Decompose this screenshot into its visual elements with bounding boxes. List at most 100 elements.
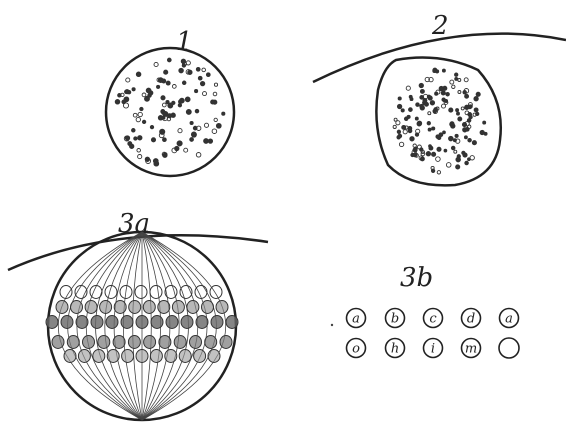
granule [409, 136, 415, 142]
granule [443, 148, 448, 153]
granule [141, 119, 147, 125]
key-chromosome-letter: h [391, 342, 399, 357]
granule [428, 145, 434, 151]
granule [435, 69, 440, 74]
granule [441, 97, 446, 102]
figure-2-label: 2 [431, 11, 449, 41]
granule [407, 128, 413, 134]
granule [124, 135, 131, 141]
granule [161, 115, 166, 120]
granule [416, 144, 422, 150]
granule [207, 138, 214, 144]
equatorial-chromosome [149, 349, 163, 363]
equatorial-chromosome [97, 335, 111, 349]
granule [400, 108, 405, 113]
figure-1-cell-outline [104, 46, 236, 178]
granule [144, 95, 150, 102]
granule [448, 135, 454, 142]
equatorial-chromosome [179, 285, 193, 299]
granule [157, 77, 164, 83]
equatorial-chromosome [150, 315, 164, 329]
granule [415, 102, 420, 107]
granule [401, 124, 407, 130]
equatorial-chromosome [120, 315, 134, 329]
granule [145, 158, 152, 164]
key-chromosome-letter: a [505, 312, 513, 327]
granule [448, 107, 454, 113]
granule [435, 156, 441, 162]
equatorial-chromosome [92, 349, 106, 363]
granule [429, 100, 436, 106]
key-chromosome-letter: o [352, 342, 360, 357]
granule [455, 164, 461, 170]
granule [475, 111, 480, 117]
granule [464, 160, 469, 166]
equatorial-chromosome [105, 315, 119, 329]
equatorial-chromosome [89, 285, 103, 299]
granule [181, 63, 187, 68]
equatorial-chromosome [59, 285, 73, 299]
key-chromosome-b: b [384, 307, 406, 329]
granule [132, 112, 138, 118]
figure-2-granules [392, 67, 488, 175]
granule [431, 126, 436, 131]
granule [463, 77, 469, 83]
granule [192, 125, 198, 131]
granule [452, 138, 457, 143]
spindle-line [132, 231, 143, 421]
equatorial-chromosome [112, 335, 126, 349]
granule [160, 95, 166, 101]
granule [464, 93, 470, 99]
granule [195, 152, 202, 158]
equatorial-chromosome [106, 349, 120, 363]
granule [163, 152, 168, 157]
granule [419, 103, 424, 109]
equatorial-chromosome [84, 300, 98, 314]
equatorial-chromosome [134, 285, 148, 299]
granule [210, 99, 216, 105]
granule [162, 110, 169, 117]
granule [215, 122, 222, 129]
figure-2-boundary-arc [312, 32, 566, 84]
granule [467, 102, 473, 108]
granule [419, 88, 425, 94]
equatorial-chromosome [82, 335, 95, 349]
equatorial-chromosome [210, 315, 224, 329]
granule [180, 58, 187, 64]
granule [183, 147, 189, 153]
granule [464, 126, 470, 132]
equatorial-chromosome [157, 300, 171, 314]
granule [445, 162, 452, 168]
granule [460, 106, 465, 111]
equatorial-chromosome [207, 349, 221, 363]
granule [150, 137, 157, 143]
granule [425, 151, 432, 157]
equatorial-chromosome [45, 315, 59, 329]
figure-3a-boundary-arc [7, 234, 269, 272]
granule [141, 92, 147, 98]
granule [156, 84, 161, 89]
granule [194, 89, 199, 94]
granule [467, 137, 472, 143]
stray-mark [330, 323, 334, 327]
granule [166, 57, 172, 63]
granule [124, 89, 130, 95]
equatorial-chromosome [149, 285, 163, 299]
granule [424, 76, 430, 83]
granule [464, 121, 470, 127]
granule [420, 149, 425, 155]
granule [418, 82, 424, 89]
granule [431, 151, 437, 157]
granule [475, 91, 481, 97]
granule [436, 170, 442, 175]
granule [213, 82, 219, 87]
granule [221, 111, 226, 116]
granule [199, 80, 206, 87]
equatorial-chromosome [63, 349, 77, 363]
granule [457, 90, 462, 94]
granule [163, 69, 169, 75]
key-chromosome-a: a [345, 307, 367, 329]
granule [195, 66, 201, 72]
granule [167, 102, 174, 109]
